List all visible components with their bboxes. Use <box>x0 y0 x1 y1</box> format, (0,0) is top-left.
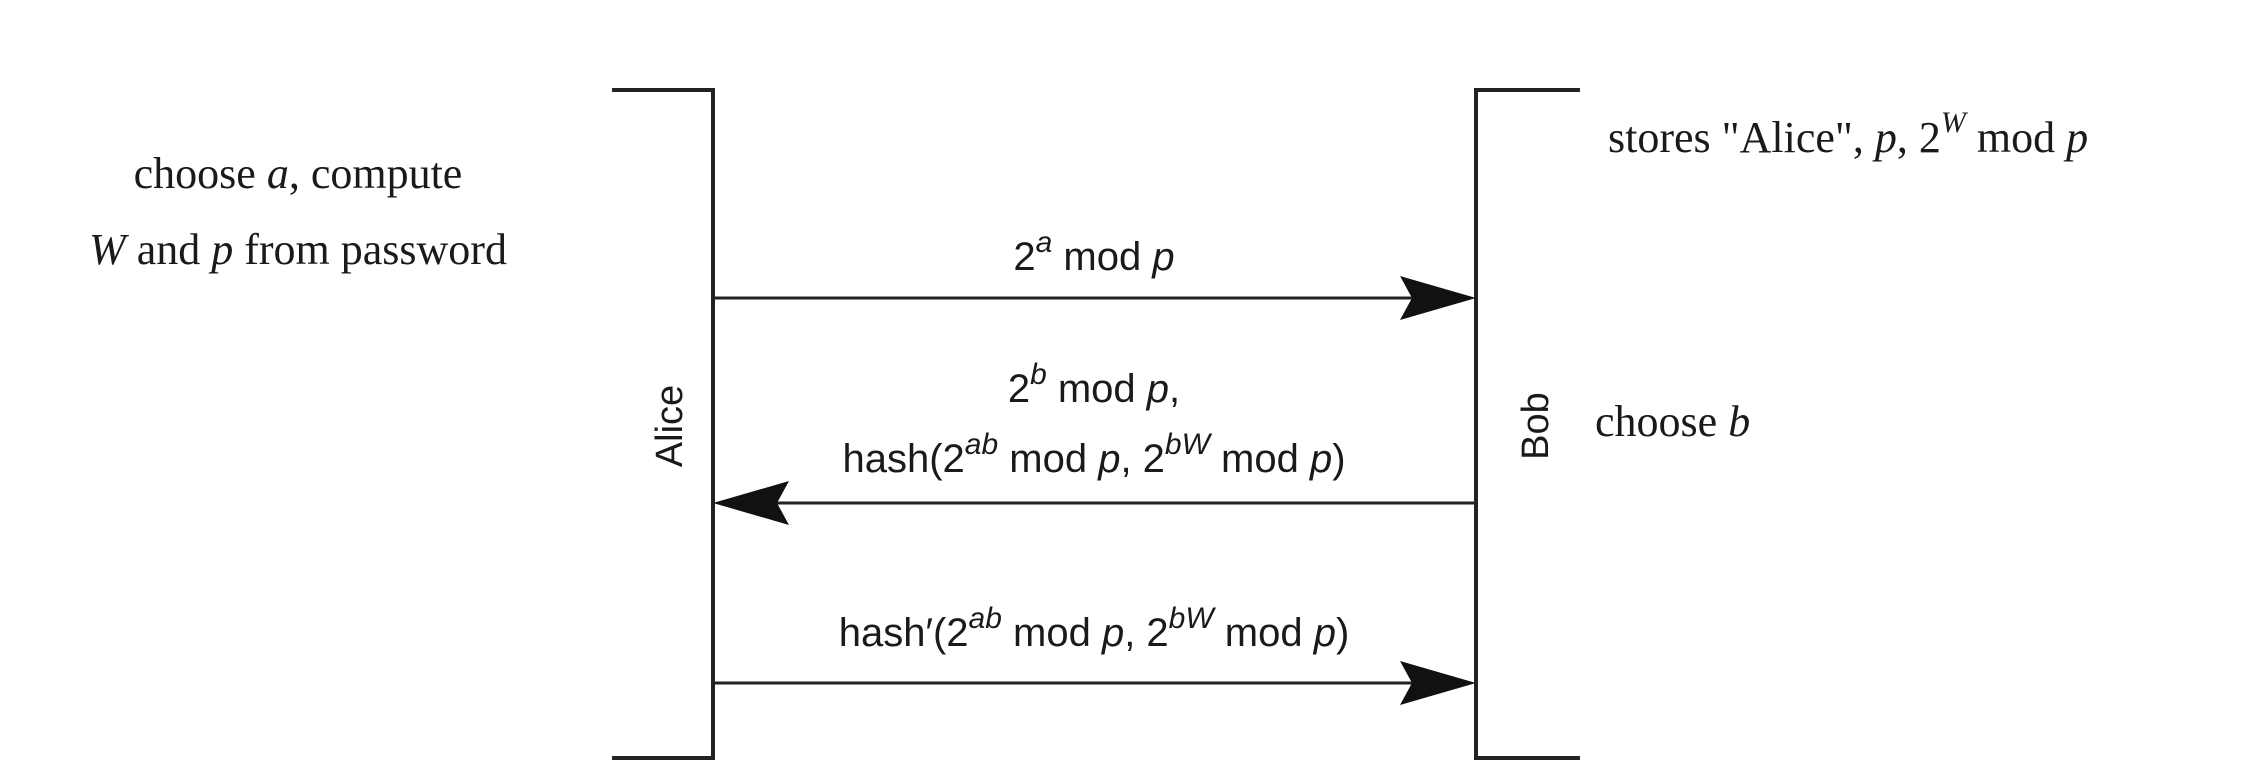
message-3-label: hash′(2ab mod p, 2bW mod p) <box>839 602 1350 655</box>
alice-lifeline <box>612 88 715 760</box>
bob-lifeline <box>1474 88 1580 760</box>
bob-label: Bob <box>1515 392 1557 460</box>
message-3-arrowhead <box>1400 661 1476 705</box>
message-1-arrowhead <box>1400 276 1476 320</box>
message-1-label: 2a mod p <box>1013 226 1174 279</box>
alice-note-line2: W and p from password <box>89 225 507 274</box>
alice-label: Alice <box>649 385 691 467</box>
message-3: hash′(2ab mod p, 2bW mod p) <box>713 602 1476 705</box>
message-2: 2b mod p, hash(2ab mod p, 2bW mod p) <box>713 358 1476 525</box>
message-1: 2a mod p <box>713 226 1476 320</box>
bob-stores-note: stores "Alice", p, 2W mod p <box>1608 106 2088 162</box>
message-2-label-line2: hash(2ab mod p, 2bW mod p) <box>842 428 1345 481</box>
alice-note-line1: choose a, compute <box>134 149 463 198</box>
message-2-label-line1: 2b mod p, <box>1008 358 1180 411</box>
message-2-arrowhead <box>713 481 789 525</box>
bob-choose-note: choose b <box>1595 397 1750 446</box>
